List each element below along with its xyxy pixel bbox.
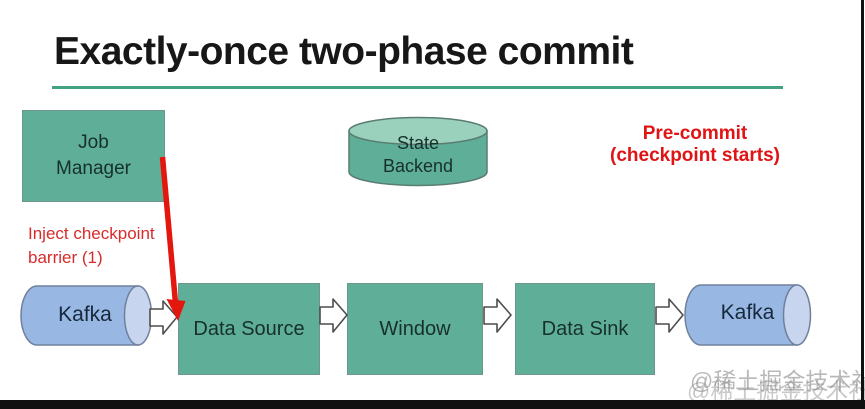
- title-underline: [52, 86, 783, 89]
- slide-title: Exactly-once two-phase commit: [54, 30, 634, 73]
- flow-arrow-window-to-sink: [483, 298, 512, 333]
- state-backend-label: State Backend: [349, 132, 487, 178]
- pre-commit-line1: Pre-commit: [642, 123, 748, 144]
- bottom-black-bar: [0, 400, 865, 409]
- state-backend-label-line1: State: [396, 133, 440, 153]
- data-sink-box: Data Sink: [515, 283, 655, 375]
- data-source-box: Data Source: [178, 283, 320, 375]
- pre-commit-line2: (checkpoint starts): [610, 145, 780, 166]
- inject-barrier-annotation: Inject checkpoint barrier (1): [28, 222, 198, 270]
- inject-barrier-line2: barrier (1): [28, 248, 103, 267]
- flow-arrow-sink-to-kafka: [655, 298, 684, 333]
- job-manager-label-line1: Job: [78, 132, 109, 153]
- pre-commit-annotation: Pre-commit (checkpoint starts): [575, 123, 815, 167]
- window-label: Window: [379, 318, 451, 340]
- flow-arrow-kafka-to-source: [149, 300, 178, 335]
- state-backend-label-line2: Backend: [382, 156, 454, 176]
- watermark-ghost: @稀土掘金技术社区: [687, 378, 865, 404]
- job-manager-box: Job Manager: [22, 110, 165, 202]
- kafka-source-label: Kafka: [58, 303, 112, 326]
- flow-arrow-source-to-window: [319, 298, 348, 333]
- data-sink-label: Data Sink: [541, 318, 629, 340]
- watermark: @稀土掘金技术社区: [690, 368, 865, 394]
- kafka-sink-label: Kafka: [720, 301, 775, 324]
- job-manager-label-line2: Manager: [56, 158, 131, 179]
- right-edge-line: [861, 0, 864, 409]
- data-source-label: Data Source: [193, 318, 305, 340]
- window-box: Window: [347, 283, 483, 375]
- inject-barrier-line1: Inject checkpoint: [28, 224, 155, 243]
